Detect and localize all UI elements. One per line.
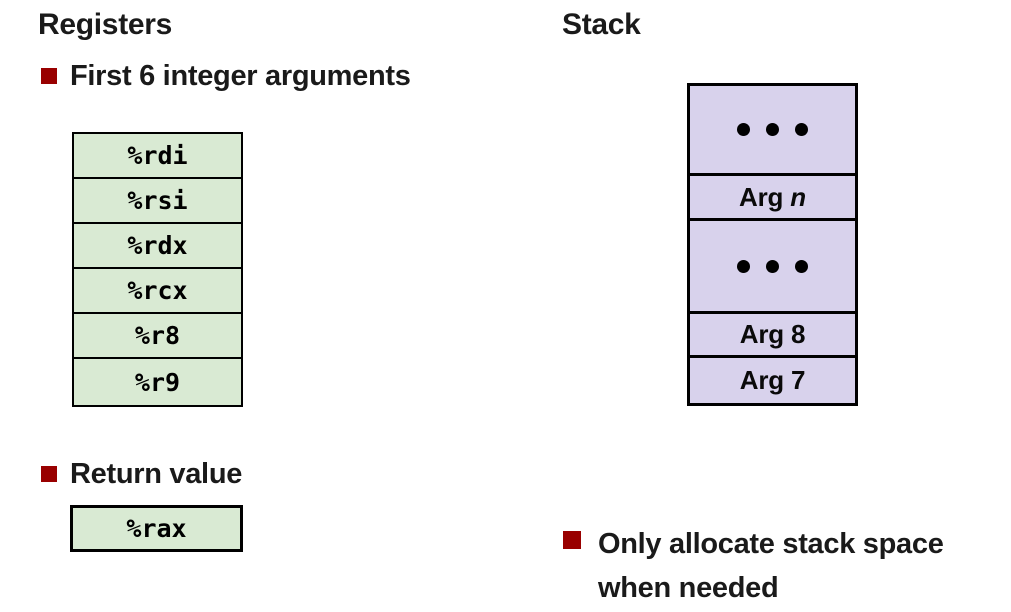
ellipsis-dots-icon <box>737 123 808 136</box>
stack-cell-ellipsis <box>690 221 855 314</box>
register-cell-rdi: %rdi <box>74 134 241 180</box>
registers-section-title: Registers <box>38 8 173 41</box>
stack-section-title: Stack <box>562 8 641 41</box>
stack-note-text: Only allocate stack space when needed <box>598 522 944 610</box>
ellipsis-dots-icon <box>737 259 808 273</box>
bullet-square-icon <box>41 68 57 84</box>
register-cell-rax: %rax <box>70 505 243 552</box>
bullet-square-icon <box>563 531 581 549</box>
register-cell-r8: %r8 <box>74 314 241 360</box>
register-cell-rsi: %rsi <box>74 179 241 225</box>
return-value-bullet: Return value <box>41 456 242 492</box>
stack-cell-arg-7: Arg 7 <box>690 358 855 403</box>
register-table: %rdi%rsi%rdx%rcx%r8 %r9 <box>72 132 243 407</box>
register-cell-r9: %r9 <box>134 367 181 397</box>
register-cell-rdx: %rdx <box>74 224 241 270</box>
stack-note-bullet: Only allocate stack space when needed <box>563 522 944 610</box>
stack-cell-arg-n: Arg n <box>690 176 855 221</box>
stack-cell-arg-8: Arg 8 <box>690 314 855 358</box>
first-six-args-bullet: First 6 integer arguments <box>41 58 411 94</box>
stack-note-line1: Only allocate stack space <box>598 528 944 560</box>
stack-cell-label: Arg 8 <box>739 319 806 349</box>
stack-cell-label: Arg n <box>739 181 806 212</box>
return-value-label: Return value <box>70 458 243 490</box>
register-cell-rcx: %rcx <box>74 269 241 315</box>
bullet-square-icon <box>41 466 57 482</box>
stack-cell-ellipsis <box>690 86 855 176</box>
stack-table: Arg n Arg 8 Arg 7 <box>687 83 858 406</box>
stack-cell-label: Arg 7 <box>739 365 806 395</box>
first-six-args-label: First 6 integer arguments <box>70 60 411 92</box>
stack-note-line2: when needed <box>598 572 779 604</box>
